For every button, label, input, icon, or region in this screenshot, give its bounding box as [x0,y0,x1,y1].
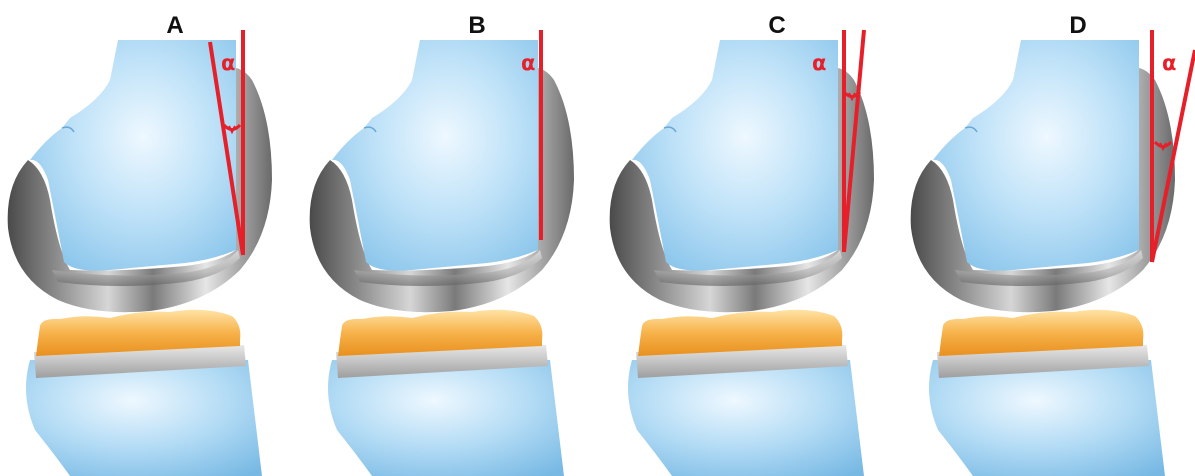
tibia-bone [26,360,262,476]
panel-letter-c: C [768,12,785,39]
alpha-label: α [521,51,535,75]
angle-group-d: α [1152,30,1195,262]
panel-d: D [911,12,1175,476]
panel-letter-b: B [468,12,485,39]
femur-bone [332,40,538,271]
panel-a: A [8,12,272,476]
alpha-label: α [812,51,826,75]
femur-bone [30,40,236,271]
panel-b: B [310,12,574,476]
tibia-bone [328,360,564,476]
tibia-bone [929,360,1165,476]
alpha-label: α [1162,51,1176,75]
panel-letter-d: D [1069,12,1086,39]
panel-c: C [610,12,874,476]
tibia-bone [628,360,864,476]
femur-bone [632,40,838,271]
panel-letter-a: A [166,12,183,39]
femur-bone [933,40,1139,271]
alpha-label: α [221,51,235,75]
